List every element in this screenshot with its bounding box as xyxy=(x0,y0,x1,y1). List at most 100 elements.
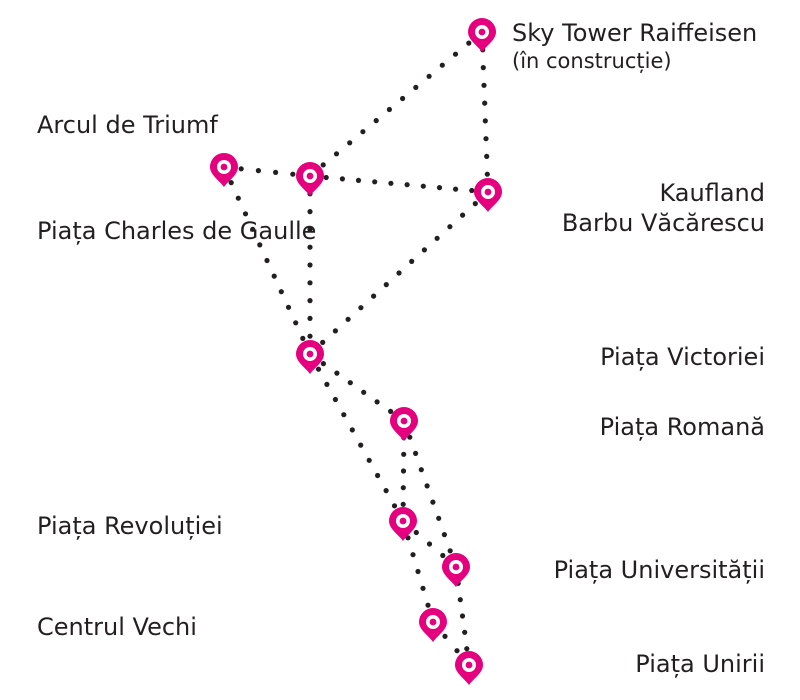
route-dot xyxy=(420,585,426,591)
route-dot xyxy=(430,499,436,505)
map-pin-icon-piata-unirii[interactable] xyxy=(455,651,483,685)
route-arcul-de-triumf-to-piata-victoriei xyxy=(228,180,306,341)
map-pin-icon-arcul-de-triumf[interactable] xyxy=(209,152,238,187)
route-dot xyxy=(424,483,430,489)
route-dot xyxy=(358,442,364,448)
route-piata-charles-de-gaulle-to-sky-tower xyxy=(320,40,472,168)
map-pin-icon-piata-revolutiei[interactable] xyxy=(389,507,417,541)
route-dot xyxy=(418,467,424,473)
route-dot xyxy=(410,552,416,558)
label-piata-victoriei: Piața Victoriei xyxy=(600,343,765,371)
route-dot xyxy=(441,532,447,538)
route-dot xyxy=(426,73,432,79)
map-pin-icon-piata-charles-de-gaulle[interactable] xyxy=(296,162,324,196)
route-dot xyxy=(396,270,402,276)
route-dot xyxy=(482,100,488,106)
route-dot xyxy=(273,169,279,175)
route-dot xyxy=(371,293,377,299)
route-dot xyxy=(413,450,419,456)
map-pin-icon-piata-universitatii[interactable] xyxy=(442,553,470,587)
route-dot xyxy=(320,162,326,168)
route-dot xyxy=(436,515,442,521)
route-dot xyxy=(375,472,381,479)
route-dot xyxy=(447,548,453,554)
route-dot xyxy=(300,335,306,341)
route-dot xyxy=(361,389,367,395)
route-centrul-vechi-to-piata-unirii xyxy=(442,633,460,654)
map-pin-icon-sky-tower[interactable] xyxy=(468,18,496,52)
route-dot xyxy=(264,257,270,264)
route-dot xyxy=(434,235,440,241)
route-dot xyxy=(386,106,392,113)
route-dot xyxy=(290,171,296,177)
route-dot xyxy=(457,597,463,603)
route-dot xyxy=(372,179,378,185)
route-dot xyxy=(409,258,415,264)
route-dot xyxy=(242,211,249,217)
route-kaufland-to-piata-victoriei xyxy=(320,201,478,345)
route-dot xyxy=(453,186,459,192)
label-piata-romana: Piața Romană xyxy=(599,413,765,441)
route-dot xyxy=(374,399,380,405)
route-sky-tower-to-kaufland xyxy=(480,47,490,177)
route-piata-revolutiei-to-piata-universitatii xyxy=(413,529,446,559)
route-lines xyxy=(228,40,490,654)
label-sky-tower: Sky Tower Raiffeisen (în construcție) xyxy=(512,18,757,74)
route-dot xyxy=(349,427,355,433)
route-piata-charles-de-gaulle-to-kaufland xyxy=(323,174,475,194)
route-piata-romana-to-piata-revolutiei xyxy=(400,435,407,507)
route-piata-victoriei-to-piata-revolutiei xyxy=(315,366,398,509)
route-dot xyxy=(400,95,406,102)
route-dot xyxy=(333,151,340,157)
route-dot xyxy=(464,646,470,652)
route-dot xyxy=(315,366,322,372)
route-piata-charles-de-gaulle-to-piata-victoriei xyxy=(307,191,313,339)
route-dot xyxy=(425,602,431,608)
label-piata-universitatii: Piața Universității xyxy=(553,556,765,584)
label-arcul-de-triumf: Arcul de Triumf xyxy=(37,111,218,139)
label-piata-charles-de-gaulle: Piața Charles de Gaulle xyxy=(37,217,317,245)
route-dot xyxy=(307,298,313,304)
route-dot xyxy=(415,568,421,575)
route-dot xyxy=(255,168,261,174)
route-dot xyxy=(484,153,490,159)
route-dot xyxy=(460,212,466,218)
route-dot xyxy=(447,224,453,230)
route-dot xyxy=(334,370,340,376)
route-dot xyxy=(400,485,406,491)
route-dot xyxy=(373,118,379,124)
label-kaufland-line2: Barbu Văcărescu xyxy=(561,209,765,237)
route-dot xyxy=(235,195,241,201)
label-sky-tower-note: (în construcție) xyxy=(512,49,672,73)
route-dot xyxy=(469,187,475,194)
label-sky-tower-name: Sky Tower Raiffeisen xyxy=(512,19,758,47)
route-dot xyxy=(332,328,338,334)
route-piata-victoriei-to-piata-romana xyxy=(320,361,394,414)
route-dot xyxy=(462,629,468,635)
location-pins xyxy=(209,18,502,685)
route-dot xyxy=(271,273,277,279)
route-dot xyxy=(452,51,459,57)
route-dot xyxy=(355,177,362,183)
map-pin-icon-centrul-vechi[interactable] xyxy=(419,608,447,642)
route-dot xyxy=(400,501,406,507)
route-dot xyxy=(436,185,443,191)
route-dot xyxy=(324,381,330,387)
route-dot xyxy=(307,209,313,215)
route-dot xyxy=(439,62,445,68)
route-dot xyxy=(307,244,313,250)
label-centrul-vechi: Centrul Vechi xyxy=(37,613,197,641)
map-pin-icon-piata-romana[interactable] xyxy=(390,407,418,441)
map-pin-icon-kaufland[interactable] xyxy=(474,178,502,212)
route-dot xyxy=(358,305,364,311)
route-dot xyxy=(404,182,410,188)
map-pin-icon-piata-victoriei[interactable] xyxy=(296,340,324,374)
route-dot xyxy=(420,183,426,189)
route-dot xyxy=(484,171,490,177)
route-arcul-de-triumf-to-piata-charles-de-gaulle xyxy=(238,166,296,177)
route-dot xyxy=(391,503,398,509)
route-dot xyxy=(332,396,338,403)
route-dot xyxy=(307,333,313,339)
route-dot xyxy=(250,226,256,232)
label-kaufland-line1: Kaufland xyxy=(659,179,765,207)
